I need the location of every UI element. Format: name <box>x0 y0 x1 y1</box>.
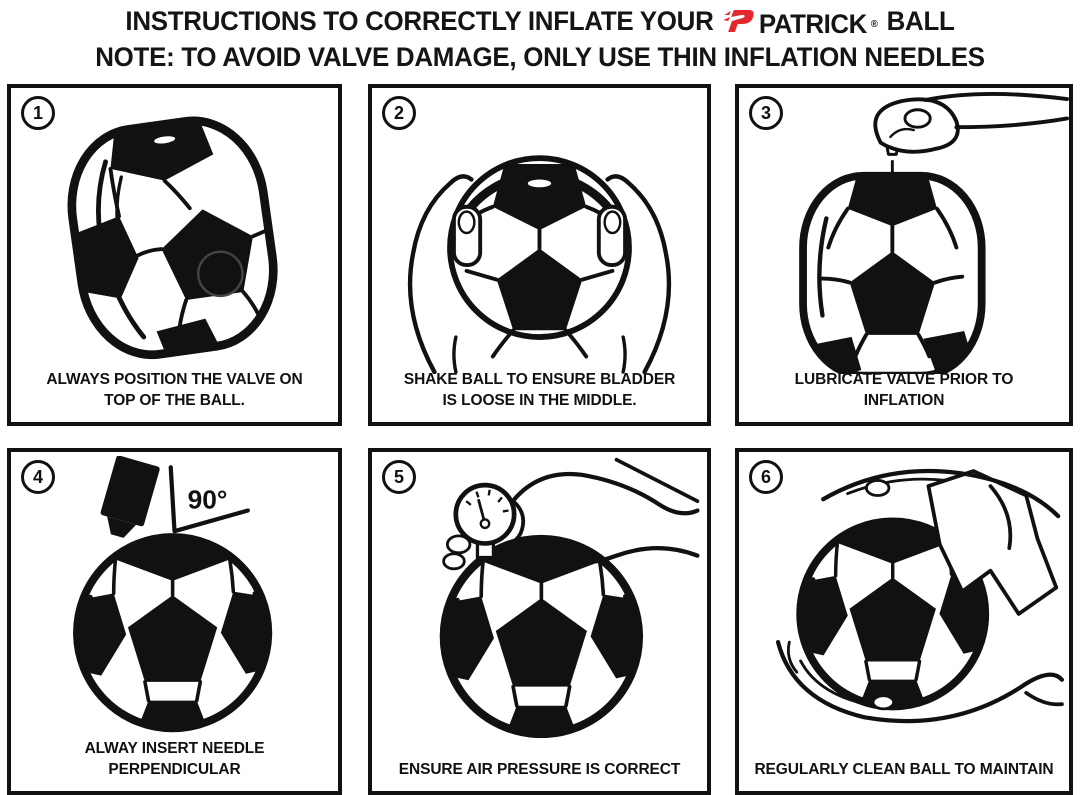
step-number: 2 <box>393 102 404 123</box>
hand-icon <box>873 92 1069 154</box>
title-prefix: INSTRUCTIONS TO CORRECTLY INFLATE YOUR <box>125 6 714 36</box>
needle-icon <box>139 538 149 559</box>
fingernail-icon <box>864 479 891 497</box>
right-thumb-icon <box>596 204 628 268</box>
clean-ball-illustration <box>739 456 1069 738</box>
registered-mark: ® <box>870 19 878 30</box>
step-caption: SHAKE BALL TO ENSURE BLADDER IS LOOSE IN… <box>403 371 676 410</box>
arm-line <box>614 457 700 503</box>
step-number-badge: 1 <box>21 96 55 130</box>
step-number: 1 <box>32 102 43 123</box>
angle-lines <box>168 465 250 534</box>
step-number: 3 <box>760 102 771 123</box>
top-hand-icon <box>821 468 1061 550</box>
angle-annotation: 90° <box>168 465 250 534</box>
wrist-line <box>1024 691 1064 707</box>
top-pentagon <box>492 163 587 231</box>
brand-lockup: PATRICK® <box>722 8 878 41</box>
panel-step-5: 5 <box>368 448 711 795</box>
step-number-badge: 2 <box>382 96 416 130</box>
thumbnail-icon <box>871 694 896 711</box>
step-number-badge: 3 <box>749 96 783 130</box>
top-pentagon <box>110 117 214 181</box>
step-number: 6 <box>760 466 771 487</box>
title-suffix: BALL <box>886 6 955 36</box>
left-hand-icon <box>407 174 483 374</box>
hand-icon <box>442 457 700 571</box>
needle-perpendicular-illustration: 90° <box>11 456 338 738</box>
panel-step-3: 3 <box>735 84 1073 426</box>
thumbnail-icon <box>903 108 932 129</box>
arm-line <box>954 116 1069 130</box>
page-subtitle: NOTE: TO AVOID VALVE DAMAGE, ONLY USE TH… <box>95 42 985 72</box>
angle-label: 90° <box>188 485 228 515</box>
panel-step-1: 1 <box>7 84 342 426</box>
arm-line <box>923 92 1069 102</box>
right-hand-icon <box>596 174 672 374</box>
step-number-badge: 5 <box>382 460 416 494</box>
step-caption: ALWAY INSERT NEEDLE PERPENDICULAR <box>84 740 265 779</box>
pressure-gauge-icon <box>453 482 517 560</box>
ball-valve-top-illustration <box>11 92 338 374</box>
page-title: INSTRUCTIONS TO CORRECTLY INFLATE YOUR P… <box>22 5 1059 41</box>
step-number-badge: 6 <box>749 460 783 494</box>
step-number: 5 <box>393 466 404 487</box>
valve-ring-icon <box>197 250 244 298</box>
step-number: 4 <box>32 466 43 487</box>
left-thumb-icon <box>451 204 483 268</box>
pump-icon <box>100 456 160 559</box>
valve-slit-icon <box>154 136 176 144</box>
panel-step-6: 6 REGULARLY CLEAN B <box>735 448 1073 795</box>
bottom-hand-icon <box>775 640 1065 724</box>
step-number-badge: 4 <box>21 460 55 494</box>
patrick-logo-icon <box>722 8 755 41</box>
center-pentagon <box>849 251 936 335</box>
top-pentagon <box>847 175 937 227</box>
center-pentagon <box>496 248 583 331</box>
step-caption: LUBRICATE VALVE PRIOR TO INFLATION <box>794 371 1014 410</box>
panel-step-4: 4 90° ALWAY INSERT NEEDLE PERPENDICULAR <box>7 448 342 795</box>
valve-slit-icon <box>527 179 552 188</box>
header: INSTRUCTIONS TO CORRECTLY INFLATE YOUR P… <box>0 0 1080 74</box>
right-thumbnail-icon <box>603 210 622 235</box>
step-caption: ALWAYS POSITION THE VALVE ON TOP OF THE … <box>46 371 303 410</box>
step-caption: REGULARLY CLEAN BALL TO MAINTAIN <box>754 761 1054 779</box>
hands-shaking-ball-illustration <box>372 92 707 374</box>
finger-icon <box>445 534 472 555</box>
soccer-ball-icon <box>65 526 279 738</box>
step-caption: ENSURE AIR PRESSURE IS CORRECT <box>398 761 681 779</box>
lubricate-valve-illustration <box>739 92 1069 374</box>
left-thumbnail-icon <box>457 210 476 235</box>
pressure-gauge-illustration <box>372 456 707 738</box>
thumb-icon <box>500 499 526 549</box>
finger-icon <box>442 552 466 571</box>
brand-name: PATRICK <box>758 9 867 39</box>
panel-step-2: 2 <box>368 84 711 426</box>
